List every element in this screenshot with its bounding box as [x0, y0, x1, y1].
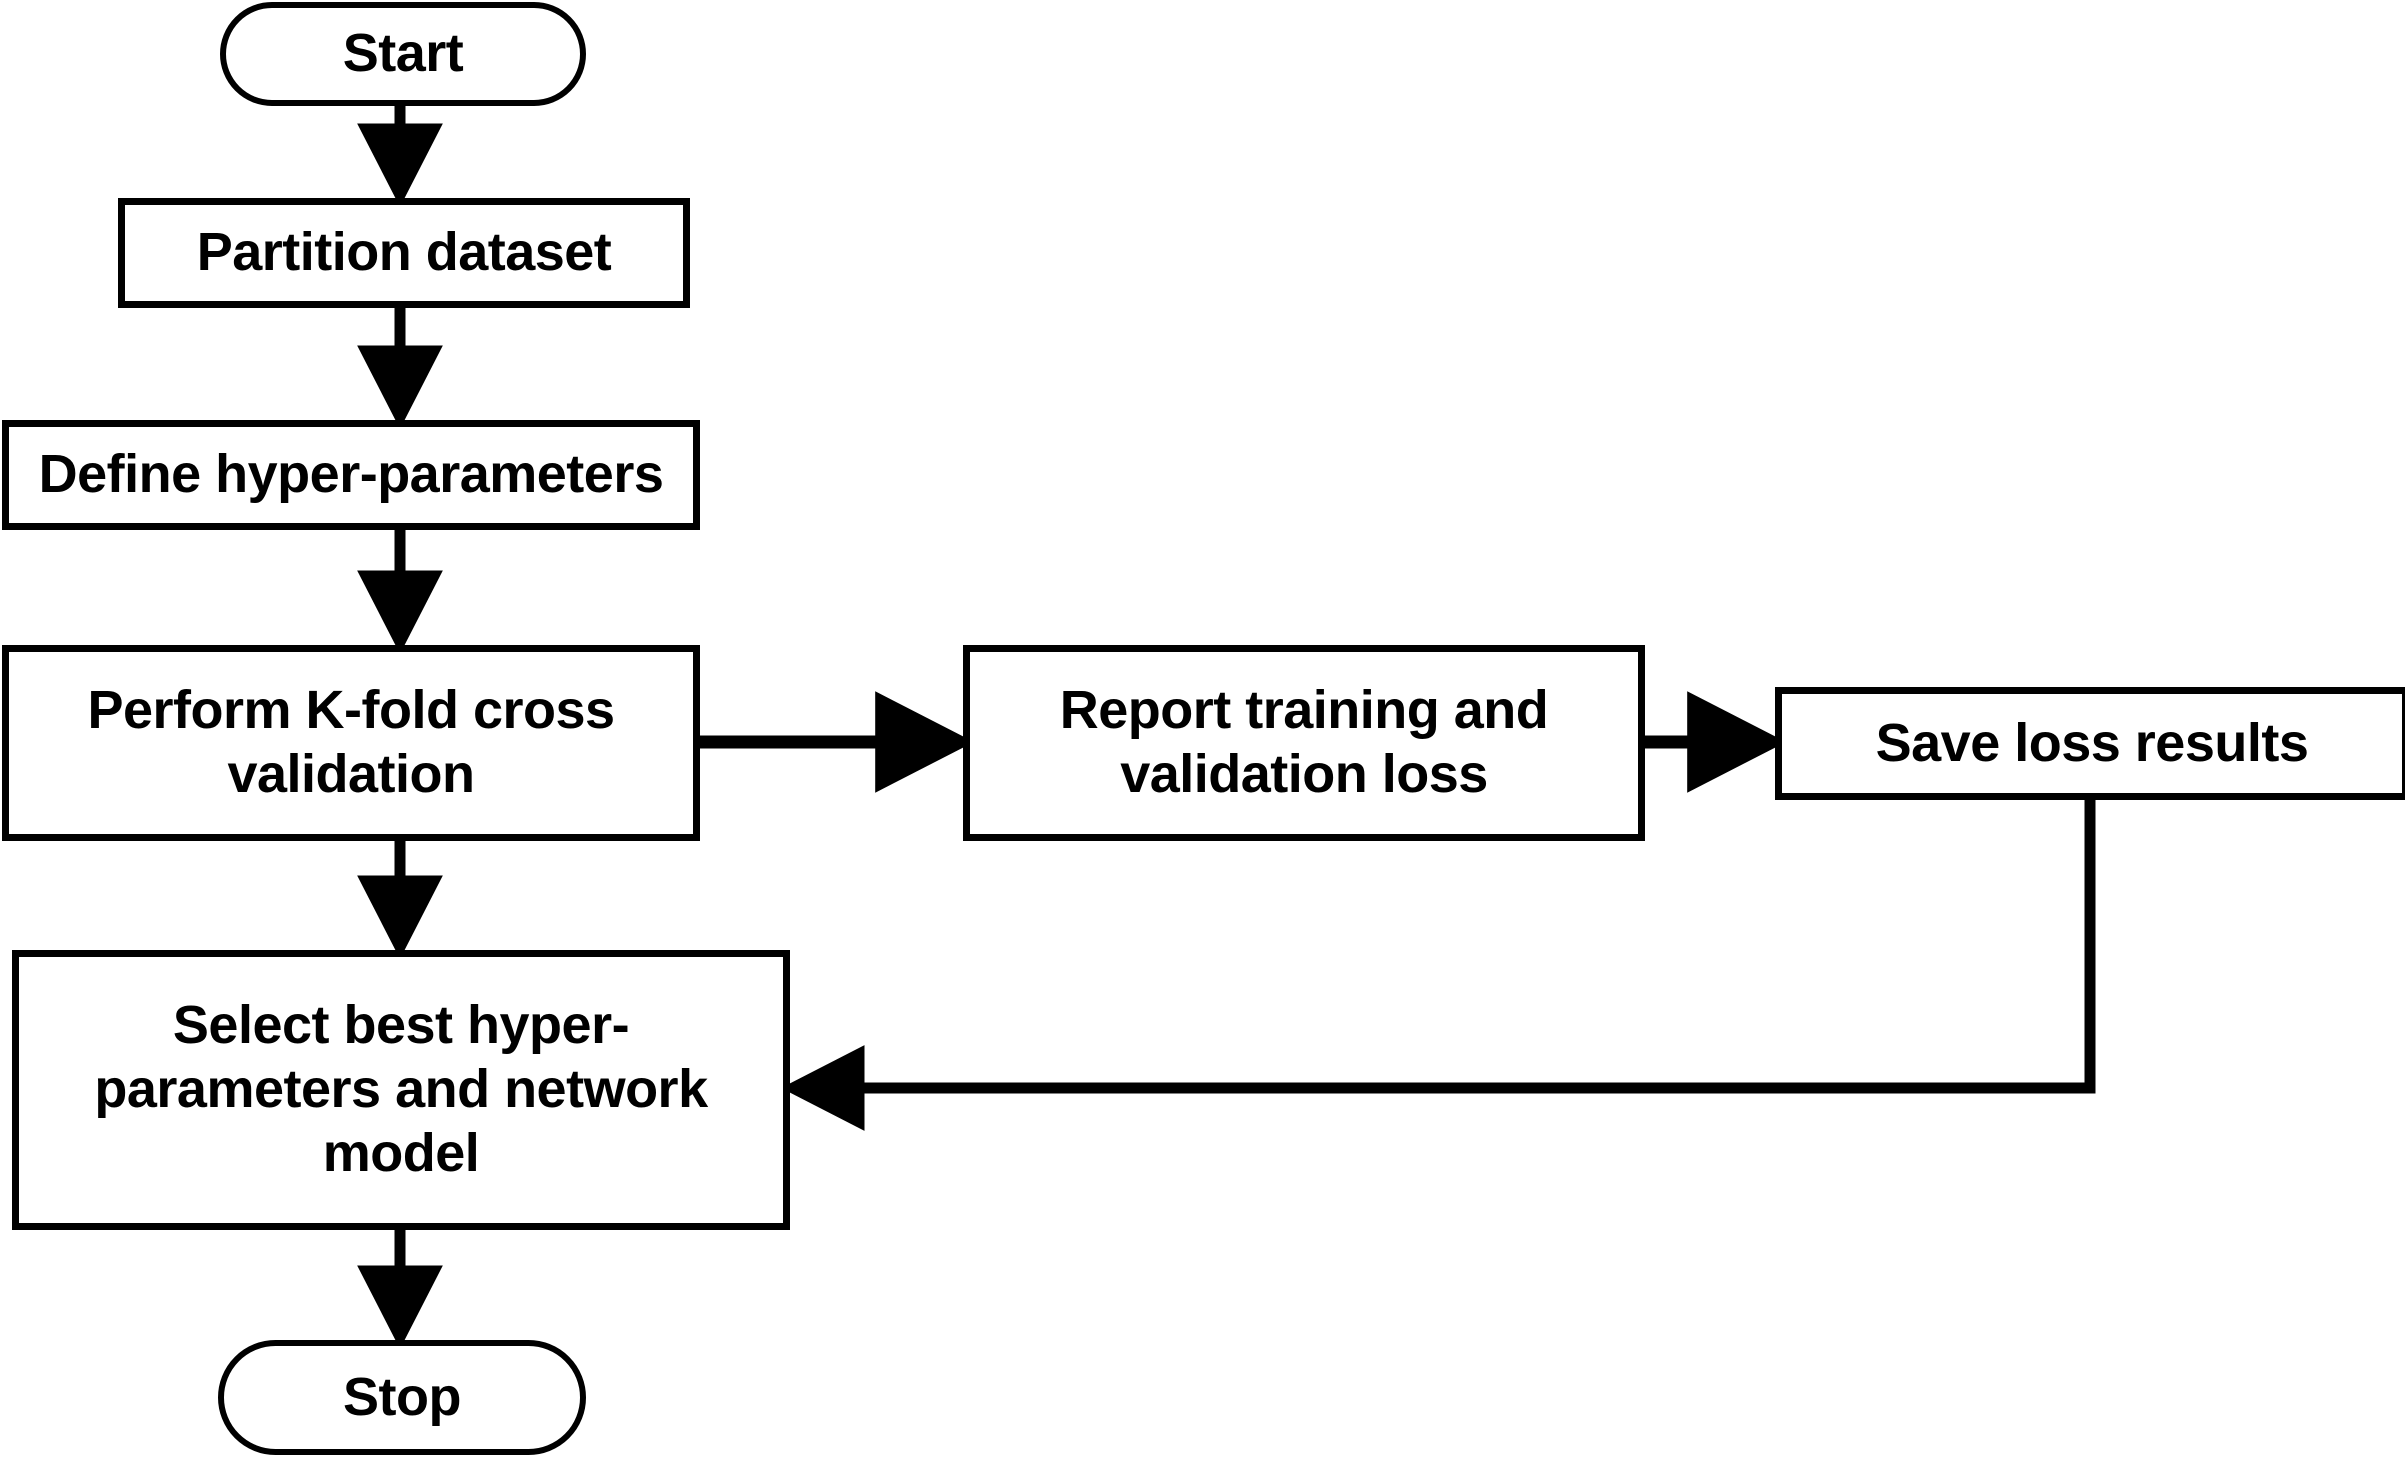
node-save-loss-results-label: Save loss results [1875, 712, 2309, 773]
node-report-training-and-validation-loss-label: Report training and validation loss [1059, 680, 1549, 804]
node-start[interactable]: Start [220, 2, 586, 106]
edge-save-to-select [780, 800, 2096, 1131]
node-start-label: Start [342, 23, 464, 84]
node-partition-dataset[interactable]: Partition dataset [118, 198, 690, 308]
node-stop[interactable]: Stop [218, 1340, 586, 1455]
node-select-best-hyper-parameters-and-network-model-label: Select best hyper- parameters and networ… [94, 995, 708, 1183]
node-save-loss-results[interactable]: Save loss results [1775, 687, 2405, 800]
node-select-best-hyper-parameters-and-network-model[interactable]: Select best hyper- parameters and networ… [12, 950, 790, 1230]
node-report-training-and-validation-loss[interactable]: Report training and validation loss [963, 645, 1645, 841]
node-stop-label: Stop [343, 1366, 461, 1427]
node-perform-kfold-cross-validation-label: Perform K-fold cross validation [87, 680, 615, 804]
node-define-hyper-parameters-label: Define hyper-parameters [38, 444, 664, 505]
node-perform-kfold-cross-validation[interactable]: Perform K-fold cross validation [2, 645, 700, 841]
node-define-hyper-parameters[interactable]: Define hyper-parameters [2, 420, 700, 530]
node-partition-dataset-label: Partition dataset [196, 222, 612, 283]
